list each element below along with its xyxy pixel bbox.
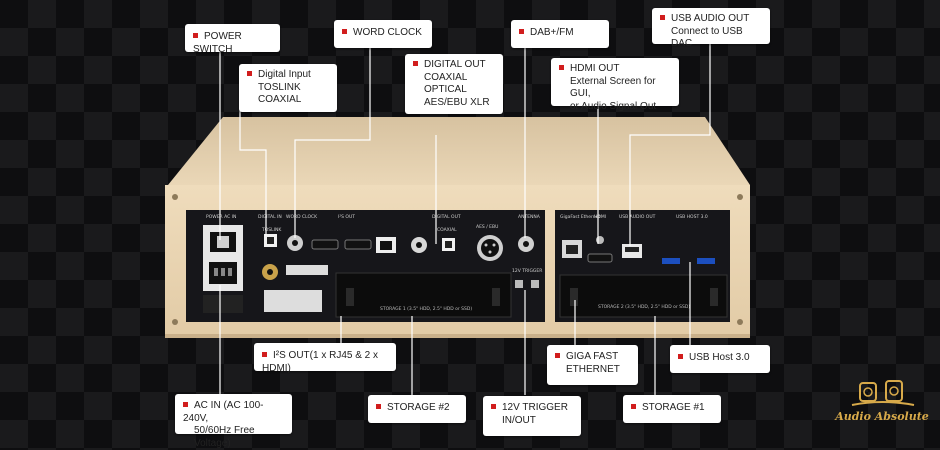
audio-absolute-logo	[851, 380, 915, 406]
callout-storage-2-title: STORAGE #2	[387, 402, 450, 413]
i2s-hdmi-1[interactable]	[311, 239, 339, 250]
chassis-bottom-edge	[165, 334, 750, 338]
panel-label-i2s: I²S OUT	[338, 214, 355, 220]
callout-power-switch-title: POWER SWITCH	[193, 31, 242, 55]
callout-trigger: 12V TRIGGER IN/OUT	[483, 396, 581, 436]
storage-2-tray-label: STORAGE 1 (3.5" HDD, 2.5" HDD or SSD)	[380, 306, 472, 312]
leader-lines	[219, 40, 711, 395]
trigger-in[interactable]	[515, 280, 523, 288]
callout-i2s-out: I²S OUT(1 x RJ45 & 2 x HDMI)	[254, 343, 396, 374]
panel-label-usb-audio-out: USB AUDIO OUT	[619, 214, 656, 220]
callout-usb-audio-out: USB AUDIO OUT Connect to USB DAC	[652, 8, 770, 49]
callout-giga-ethernet: GIGA FAST ETHERNET	[547, 345, 638, 385]
callout-digital-out-title: DIGITAL OUT	[424, 59, 486, 70]
callout-storage-2: STORAGE #2	[368, 395, 466, 423]
panel-label-power: POWER AC IN	[206, 214, 236, 220]
callout-trigger-title: 12V TRIGGER	[502, 402, 568, 413]
panel-label-digital-out: DIGITAL OUT	[432, 214, 461, 220]
callout-i2s-out-title: I²S OUT(1 x RJ45 & 2 x HDMI)	[262, 350, 379, 374]
callout-digital-input-line2: COAXIAL	[258, 94, 302, 105]
callout-usb-host: USB Host 3.0	[670, 345, 770, 373]
usb-host-port-1[interactable]	[662, 258, 680, 264]
callout-usb-audio-out-title: USB AUDIO OUT	[671, 13, 750, 24]
callout-power-switch: POWER SWITCH	[185, 24, 280, 55]
callout-giga-ethernet-line1: ETHERNET	[566, 363, 620, 375]
callout-storage-1: STORAGE #1	[623, 395, 721, 423]
panel-label-ethernet: GigaFast Ethernet	[560, 214, 600, 220]
hdmi-out-port[interactable]	[587, 253, 613, 263]
storage-2-tray	[335, 272, 512, 318]
storage-1-tray	[559, 274, 728, 318]
callout-hdmi-out-line2: or Audio Signal Out	[570, 100, 657, 112]
panel-label-usb-host: USB HOST 3.0	[676, 214, 708, 220]
callout-hdmi-out: HDMI OUT External Screen for GUI, or Aud…	[551, 58, 679, 112]
callout-hdmi-out-title: HDMI OUT	[570, 63, 620, 74]
panel-label-antenna: ANTENNA	[518, 214, 541, 220]
screw	[172, 319, 178, 325]
callout-dab-fm: DAB+/FM	[511, 20, 609, 48]
callout-usb-audio-out-line1: Connect to USB DAC	[671, 25, 743, 50]
serial-label	[264, 290, 322, 312]
callout-ac-in-line1: 50/60Hz Free Voltage)	[194, 425, 255, 449]
callout-usb-host-title: USB Host 3.0	[689, 352, 750, 363]
callout-word-clock: WORD CLOCK	[334, 20, 432, 48]
storage-1-tray-label: STORAGE 2 (3.5" HDD, 2.5" HDD or SSD)	[598, 304, 690, 310]
callout-dab-fm-title: DAB+/FM	[530, 27, 574, 38]
callout-trigger-line1: IN/OUT	[502, 414, 536, 426]
logo-text: Audio Absolute	[835, 410, 929, 423]
panel-label-digital-in: DIGITAL IN	[258, 214, 282, 220]
certification-icons	[286, 265, 328, 275]
callout-hdmi-out-line1: External Screen for GUI,	[570, 75, 656, 100]
callout-ac-in-title: AC IN (AC 100-240V,	[183, 400, 264, 424]
callout-digital-out-line1: COAXIAL	[424, 71, 468, 83]
screw	[737, 319, 743, 325]
panel-label-aes: AES / EBU	[476, 224, 498, 230]
panel-label-trigger: 12V TRIGGER	[512, 268, 542, 274]
screw	[172, 194, 178, 200]
callout-digital-out: DIGITAL OUT COAXIAL OPTICAL AES/EBU XLR	[405, 54, 503, 114]
panel-label-hdmi: HDMI	[594, 214, 606, 220]
i2s-hdmi-2[interactable]	[344, 239, 372, 250]
panel-label-toslink: TOSLINK	[261, 227, 282, 233]
callout-word-clock-title: WORD CLOCK	[353, 27, 422, 38]
callout-giga-ethernet-title: GIGA FAST	[566, 351, 619, 362]
screw	[737, 194, 743, 200]
panel-label-coaxial: COAXIAL	[437, 227, 457, 233]
callout-digital-input-title: Digital Input	[258, 69, 311, 80]
callout-ac-in: AC IN (AC 100-240V, 50/60Hz Free Voltage…	[175, 394, 292, 449]
rating-label	[203, 295, 243, 313]
usb-host-port-2[interactable]	[697, 258, 715, 264]
callout-digital-out-line3: AES/EBU XLR	[424, 96, 490, 108]
callout-digital-input: Digital Input TOSLINK COAXIAL	[239, 64, 337, 112]
panel-label-word-clock: WORD CLOCK	[286, 214, 318, 220]
callout-digital-input-line1: TOSLINK	[258, 81, 301, 93]
chassis-top	[168, 117, 750, 185]
trigger-out[interactable]	[531, 280, 539, 288]
callout-digital-out-line2: OPTICAL	[424, 84, 467, 95]
callout-storage-1-title: STORAGE #1	[642, 402, 705, 413]
